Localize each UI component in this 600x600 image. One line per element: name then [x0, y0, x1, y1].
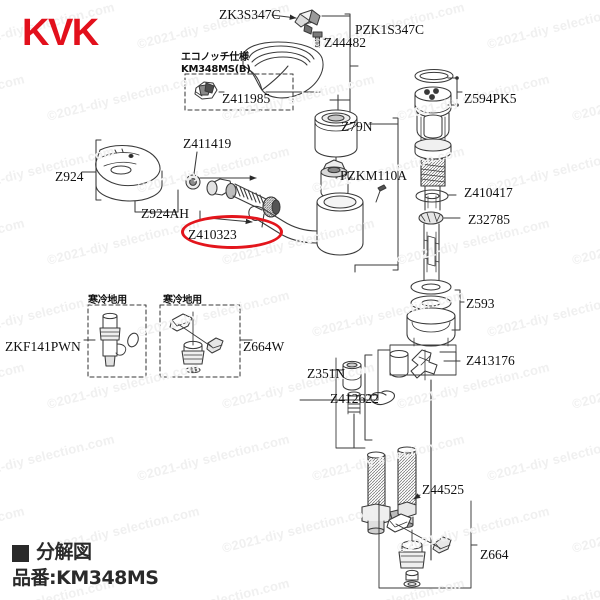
part-label-z413176: Z413176 — [466, 353, 515, 368]
highlight-ellipse-z410323 — [181, 215, 283, 249]
part-z410323 — [206, 178, 281, 218]
part-small-cylinder — [389, 349, 409, 378]
part-z594pk5 — [414, 68, 454, 84]
part-label-z351n: Z351N — [307, 366, 346, 381]
part-label-: エコノッチ仕様 — [181, 52, 249, 63]
cold-box-left — [87, 304, 147, 378]
part-faucet-body — [248, 192, 364, 256]
part-label-z411985: Z411985 — [222, 91, 271, 106]
filled-square-icon — [12, 544, 29, 562]
footer: 分解図 品番:KM348MS — [12, 541, 159, 590]
part-label-z664w: Z664W — [243, 339, 285, 354]
part-small-screw — [375, 184, 387, 203]
part-z664 — [386, 513, 452, 588]
footer-title: 分解図 — [36, 541, 92, 564]
part-label-z44525: Z44525 — [422, 482, 464, 497]
part-label-z410417: Z410417 — [464, 185, 513, 200]
part-label-z411419: Z411419 — [183, 136, 232, 151]
kvk-logo: KVK — [22, 12, 99, 54]
part-z412622 — [370, 390, 395, 406]
part-label-z593: Z593 — [466, 296, 495, 311]
part-label-z594pk5: Z594PK5 — [464, 91, 517, 106]
cold-box-right — [159, 304, 241, 378]
footer-title-row: 分解図 — [12, 541, 158, 564]
part-label-: 寒冷地用 — [88, 295, 127, 306]
part-label-z924: Z924 — [55, 169, 84, 184]
part-spring — [347, 391, 361, 415]
part-lower-stem — [423, 223, 440, 291]
part-z44482 — [312, 31, 323, 48]
footer-model: 品番:KM348MS — [12, 567, 159, 590]
part-label-z924ah: Z924AH — [141, 206, 189, 221]
part-label-zk3s347c: ZK3S347C — [219, 7, 281, 22]
part-label-pzkm110a: PZKM110A — [340, 168, 408, 183]
part-label-z44482: Z44482 — [324, 35, 366, 50]
part-label-km348msb: KM348MS(B) — [181, 64, 251, 75]
part-z411419 — [185, 174, 201, 190]
part-label-z79n: Z79N — [341, 119, 373, 134]
part-label-z412622: Z412622 — [330, 391, 379, 406]
part-left-supply-hose — [361, 451, 401, 535]
part-zk3s347c — [294, 9, 321, 35]
part-z351n — [342, 360, 362, 391]
part-label-z32785: Z32785 — [468, 212, 510, 227]
part-label-zkf141pwn: ZKF141PWN — [5, 339, 81, 354]
part-handle-body — [242, 41, 324, 99]
part-label-z664: Z664 — [480, 547, 509, 562]
part-z924 — [95, 144, 163, 202]
part-label-pzk1s347c: PZK1S347C — [355, 22, 425, 37]
part-z664w — [169, 311, 224, 374]
part-zkf141pwn — [99, 312, 139, 367]
part-cartridge-head — [414, 86, 452, 160]
part-z32785 — [418, 211, 444, 225]
part-threaded-stem — [420, 158, 446, 187]
part-label-z410323: Z410323 — [188, 227, 237, 242]
part-label-: 寒冷地用 — [163, 295, 202, 306]
part-z411985 — [194, 81, 218, 100]
part-z593 — [406, 279, 456, 347]
